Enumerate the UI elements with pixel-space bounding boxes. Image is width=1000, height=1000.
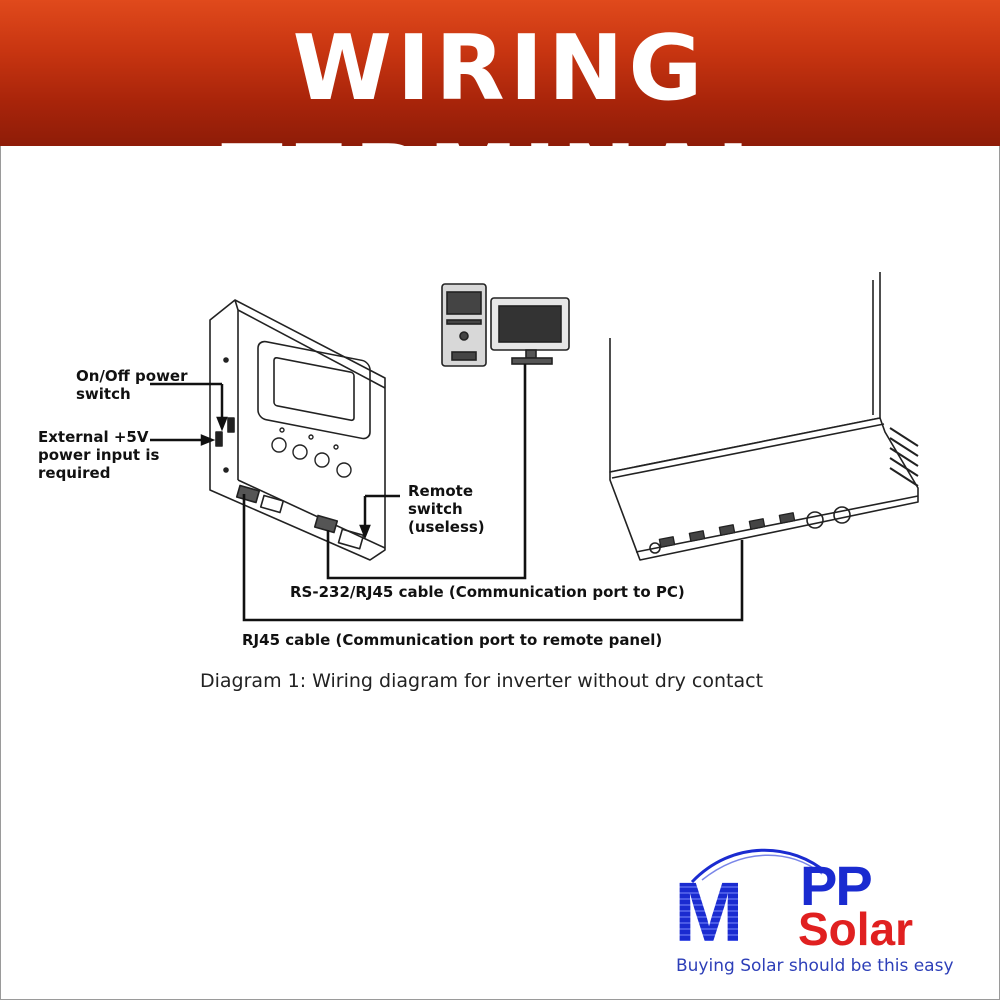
header-banner: WIRING TERMINAL [0, 0, 1000, 231]
leader-lines [150, 382, 400, 540]
label-power-switch: On/Off power switch [76, 367, 188, 403]
label-rs232-cable: RS-232/RJ45 cable (Communication port to… [290, 583, 685, 601]
logo-swoosh [690, 848, 829, 884]
rj45-cable-line [242, 494, 744, 622]
label-external-power: External +5V power input is required [38, 428, 160, 482]
pc-tower [441, 283, 487, 367]
inverter [609, 272, 919, 561]
logo-letter-m: M [674, 865, 744, 959]
logo-tagline: Buying Solar should be this easy [676, 956, 954, 976]
panel-buttons [271, 427, 352, 478]
remote-panel [209, 299, 386, 561]
page-title: WIRING TERMINAL [221, 16, 779, 231]
inverter-vents [889, 427, 919, 487]
inverter-ports [658, 512, 796, 548]
diagram-caption: Diagram 1: Wiring diagram for inverter w… [200, 670, 764, 692]
logo-letters-pp: PP [800, 854, 873, 917]
panel-ports [235, 484, 365, 550]
rs232-cable-line [326, 364, 527, 580]
logo-word-solar: Solar [798, 903, 914, 955]
pc-monitor [490, 297, 570, 365]
mpp-solar-logo: M PP Solar Buying Solar should be this e… [672, 840, 972, 980]
label-rj45-cable: RJ45 cable (Communication port to remote… [242, 631, 663, 649]
label-remote-switch: Remote switch (useless) [408, 482, 485, 536]
wiring-cables [242, 364, 744, 622]
